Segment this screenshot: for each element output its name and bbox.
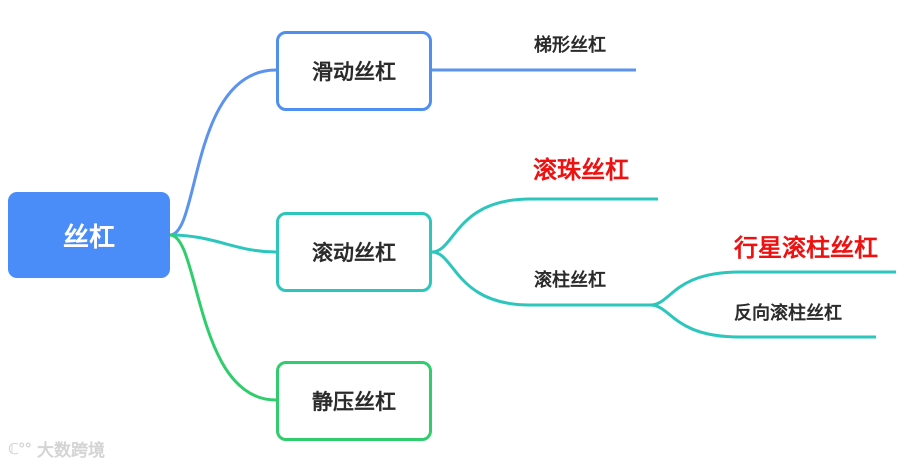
branch-node-rolling[interactable]: 滚动丝杠 — [276, 212, 432, 292]
root-label: 丝杠 — [62, 222, 115, 253]
connector-root-jing — [169, 233, 277, 402]
root-node[interactable]: 丝杠 — [8, 192, 170, 278]
branch-label-rolling: 滚动丝杠 — [312, 241, 396, 265]
branch-node-hydrostatic[interactable]: 静压丝杠 — [276, 361, 432, 441]
connector-root-hua — [169, 68, 277, 237]
watermark-text: 大数跨境 — [37, 441, 106, 461]
leaf-roller-screw[interactable]: 滚柱丝杠 — [534, 270, 606, 291]
leaf-planetary-roller[interactable]: 行星滚柱丝杠 — [734, 234, 878, 262]
branch-node-sliding[interactable]: 滑动丝杠 — [276, 31, 432, 111]
connector-gunzhu2-xingxing — [649, 270, 896, 307]
leaf-ball-screw[interactable]: 滚珠丝杠 — [533, 156, 629, 184]
connector-gun-gunzhu — [431, 197, 658, 254]
connector-root-gun — [169, 233, 277, 254]
branch-label-sliding: 滑动丝杠 — [312, 60, 396, 84]
leaf-inverted-roller[interactable]: 反向滚柱丝杠 — [734, 303, 842, 324]
connector-gun-gunzhu2 — [431, 250, 650, 307]
branch-label-hydrostatic: 静压丝杠 — [312, 390, 396, 414]
watermark-logo-icon: ℂ°° — [8, 439, 32, 458]
leaf-trapezoidal[interactable]: 梯形丝杠 — [534, 35, 606, 56]
connector-gunzhu2-fanxiang — [649, 303, 876, 339]
watermark: ℂ°° 大数跨境 — [8, 436, 106, 462]
